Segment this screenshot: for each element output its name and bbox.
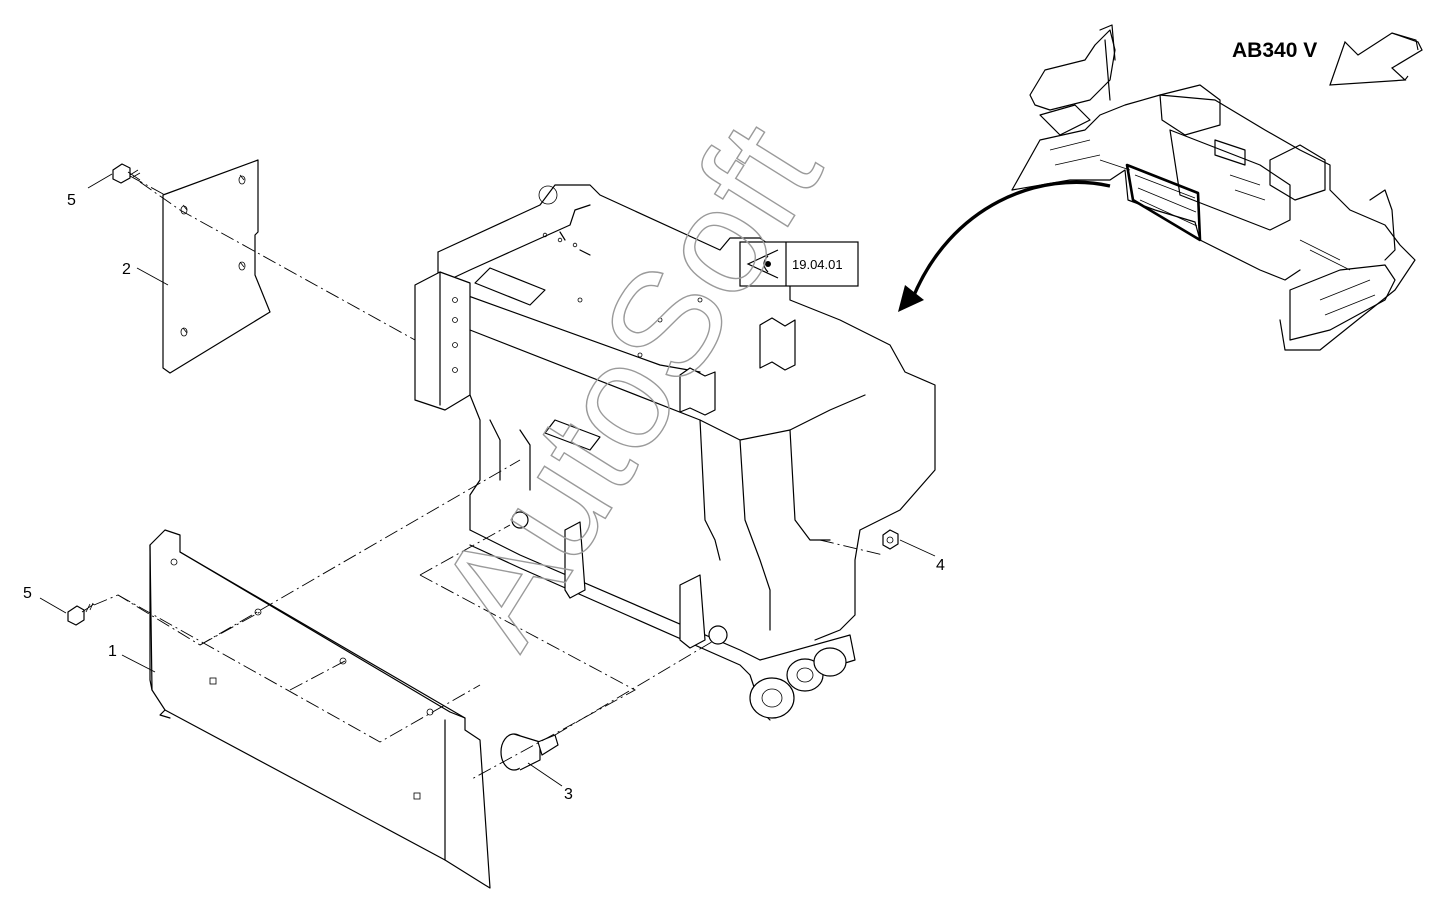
callout-1: 1 bbox=[108, 643, 117, 660]
assembly-lines bbox=[93, 175, 884, 781]
leader-lines bbox=[39, 173, 936, 787]
plate-part-2 bbox=[162, 159, 271, 374]
callout-5-top: 5 bbox=[67, 192, 76, 209]
callout-5-left: 5 bbox=[23, 585, 32, 602]
bolt-part-5-left bbox=[67, 602, 95, 626]
watermark: AutoSoft bbox=[405, 95, 852, 672]
nut-part-4 bbox=[882, 529, 899, 550]
bolt-part-3 bbox=[500, 733, 559, 771]
cover-plate-part-1 bbox=[149, 529, 491, 889]
curved-arrow-icon bbox=[898, 180, 1111, 312]
bolt-part-5-top bbox=[112, 163, 141, 184]
eye-icon bbox=[746, 249, 779, 279]
hollow-arrow-icon bbox=[1329, 32, 1423, 86]
reference-box[interactable]: 19.04.01 bbox=[739, 241, 859, 287]
model-label: AB340 V bbox=[1232, 39, 1317, 62]
callout-3: 3 bbox=[564, 786, 573, 803]
callout-2: 2 bbox=[122, 261, 131, 278]
reference-code: 19.04.01 bbox=[792, 257, 843, 272]
machine-overview bbox=[1011, 24, 1416, 351]
callout-4: 4 bbox=[936, 557, 945, 574]
